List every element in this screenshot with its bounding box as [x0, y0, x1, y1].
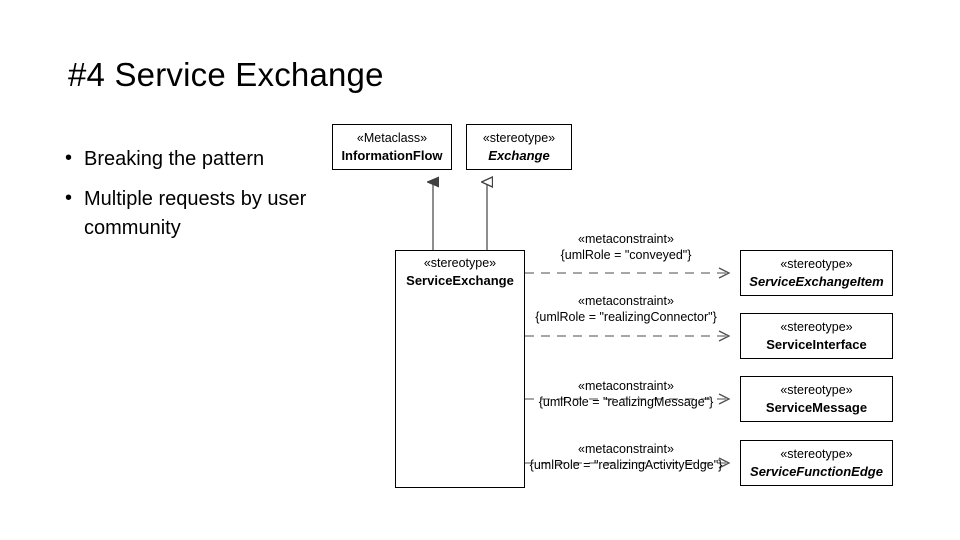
stereotype-label: «stereotype» [780, 383, 853, 397]
class-name-label: ServiceMessage [765, 399, 868, 415]
uml-box-serviceexchange[interactable]: «stereotype» ServiceExchange [395, 250, 525, 488]
metaconstraint-label: «metaconstraint» [578, 442, 674, 456]
class-name-label: ServiceExchangeItem [749, 273, 884, 289]
class-name-label: Exchange [488, 147, 550, 163]
class-name-label: ServiceFunctionEdge [750, 463, 883, 479]
stereotype-label: «Metaclass» [356, 131, 428, 145]
umlrole-label: {umlRole = "realizingActivityEdge"} [529, 458, 723, 473]
bullet-dot-icon: • [65, 147, 73, 169]
edge-label-realizing-message: «metaconstraint» {umlRole = "realizingMe… [521, 378, 731, 411]
class-name-label: ServiceExchange [406, 272, 514, 288]
list-item-label: Breaking the pattern [84, 148, 265, 170]
edge-label-realizing-activity-edge: «metaconstraint» {umlRole = "realizingAc… [506, 441, 746, 474]
stereotype-label: «stereotype» [780, 257, 853, 271]
class-name-label: InformationFlow [341, 147, 443, 163]
bullet-dot-icon: • [65, 187, 73, 210]
stereotype-label: «stereotype» [423, 256, 497, 270]
uml-box-serviceinterface[interactable]: «stereotype» ServiceInterface [740, 313, 893, 359]
class-name-label: ServiceInterface [766, 336, 867, 352]
umlrole-label: {umlRole = "realizingConnector"} [535, 310, 717, 325]
uml-box-serviceexchangeitem[interactable]: «stereotype» ServiceExchangeItem [740, 250, 893, 296]
metaconstraint-label: «metaconstraint» [578, 232, 674, 246]
list-item: • Breaking the pattern [62, 145, 342, 173]
bullet-list: • Breaking the pattern • Multiple reques… [62, 145, 342, 254]
umlrole-label: {umlRole = "conveyed"} [560, 248, 692, 263]
stereotype-label: «stereotype» [482, 131, 556, 145]
umlrole-label: {umlRole = "realizingMessage"} [538, 395, 714, 410]
metaconstraint-label: «metaconstraint» [578, 379, 674, 393]
metaconstraint-label: «metaconstraint» [578, 294, 674, 308]
edge-label-realizing-connector: «metaconstraint» {umlRole = "realizingCo… [506, 293, 746, 326]
list-item: • Multiple requests by user community [62, 185, 342, 242]
stereotype-label: «stereotype» [780, 447, 853, 461]
uml-box-servicefunctionedge[interactable]: «stereotype» ServiceFunctionEdge [740, 440, 893, 486]
uml-box-servicemessage[interactable]: «stereotype» ServiceMessage [740, 376, 893, 422]
edge-label-conveyed: «metaconstraint» {umlRole = "conveyed"} [521, 231, 731, 264]
list-item-label: Multiple requests by user community [84, 188, 307, 239]
stereotype-label: «stereotype» [780, 320, 853, 334]
uml-box-informationflow[interactable]: «Metaclass» InformationFlow [332, 124, 452, 170]
uml-box-exchange[interactable]: «stereotype» Exchange [466, 124, 572, 170]
page-title: #4 Service Exchange [68, 56, 384, 93]
